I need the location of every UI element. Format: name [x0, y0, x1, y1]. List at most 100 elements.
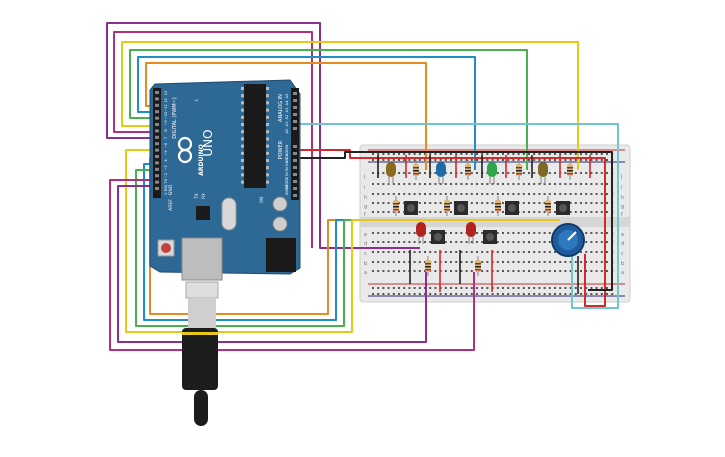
- breadboard-hole[interactable]: [465, 261, 468, 263]
- rail-hole[interactable]: [600, 293, 603, 295]
- rail-hole[interactable]: [486, 287, 489, 289]
- rail-hole[interactable]: [580, 153, 582, 155]
- breadboard-hole[interactable]: [580, 172, 582, 174]
- breadboard-hole[interactable]: [595, 261, 598, 263]
- breadboard-hole[interactable]: [585, 232, 588, 234]
- header-pin[interactable]: [155, 180, 159, 184]
- breadboard-hole[interactable]: [554, 193, 556, 195]
- breadboard-hole[interactable]: [554, 211, 556, 213]
- breadboard-hole[interactable]: [580, 193, 582, 195]
- breadboard-hole[interactable]: [585, 251, 588, 253]
- push-button[interactable]: [556, 201, 570, 215]
- breadboard-hole[interactable]: [496, 241, 499, 243]
- breadboard-hole[interactable]: [507, 183, 510, 185]
- rail-hole[interactable]: [574, 293, 577, 295]
- rail-hole[interactable]: [502, 293, 504, 295]
- rail-hole[interactable]: [533, 293, 536, 295]
- breadboard-hole[interactable]: [392, 270, 395, 272]
- breadboard-hole[interactable]: [403, 251, 406, 253]
- rail-hole[interactable]: [486, 153, 489, 155]
- breadboard-hole[interactable]: [502, 251, 504, 253]
- rail-hole[interactable]: [372, 153, 374, 155]
- header-pin[interactable]: [293, 99, 297, 102]
- breadboard-hole[interactable]: [460, 183, 463, 185]
- breadboard-hole[interactable]: [512, 183, 515, 185]
- breadboard-hole[interactable]: [528, 211, 530, 213]
- rail-hole[interactable]: [444, 159, 447, 161]
- rail-hole[interactable]: [548, 293, 551, 295]
- breadboard-hole[interactable]: [543, 232, 546, 234]
- breadboard-hole[interactable]: [424, 193, 426, 195]
- wire-red-power[interactable]: [296, 149, 606, 307]
- breadboard-hole[interactable]: [418, 172, 421, 174]
- rail-hole[interactable]: [600, 287, 603, 289]
- rail-hole[interactable]: [398, 159, 400, 161]
- breadboard-hole[interactable]: [476, 232, 478, 234]
- rail-hole[interactable]: [476, 153, 478, 155]
- led[interactable]: [436, 162, 446, 184]
- breadboard-hole[interactable]: [522, 251, 525, 253]
- breadboard-hole[interactable]: [398, 183, 400, 185]
- breadboard-hole[interactable]: [413, 261, 416, 263]
- rail-hole[interactable]: [434, 287, 437, 289]
- rail-hole[interactable]: [372, 287, 374, 289]
- wire-cyan[interactable]: [296, 123, 619, 309]
- breadboard-hole[interactable]: [429, 193, 432, 195]
- header-pin[interactable]: [293, 113, 297, 116]
- rail-hole[interactable]: [554, 159, 556, 161]
- breadboard-hole[interactable]: [434, 193, 437, 195]
- rail-hole[interactable]: [460, 293, 463, 295]
- rail-hole[interactable]: [559, 153, 562, 155]
- rail-hole[interactable]: [403, 293, 406, 295]
- breadboard-hole[interactable]: [543, 202, 546, 204]
- breadboard-hole[interactable]: [569, 270, 572, 272]
- header-pin[interactable]: [155, 129, 159, 133]
- rail-hole[interactable]: [439, 153, 442, 155]
- breadboard-hole[interactable]: [408, 172, 411, 174]
- breadboard-hole[interactable]: [564, 193, 567, 195]
- breadboard-hole[interactable]: [382, 172, 385, 174]
- header-pin[interactable]: [293, 194, 297, 197]
- rail-hole[interactable]: [418, 153, 421, 155]
- breadboard-hole[interactable]: [491, 211, 494, 213]
- breadboard-hole[interactable]: [606, 270, 608, 272]
- header-pin[interactable]: [293, 106, 297, 109]
- breadboard-hole[interactable]: [470, 270, 473, 272]
- rail-hole[interactable]: [408, 159, 411, 161]
- breadboard-hole[interactable]: [517, 193, 520, 195]
- breadboard-hole[interactable]: [377, 241, 380, 243]
- breadboard-hole[interactable]: [554, 261, 556, 263]
- header-pin[interactable]: [155, 116, 159, 120]
- breadboard-hole[interactable]: [543, 193, 546, 195]
- breadboard-hole[interactable]: [387, 270, 390, 272]
- breadboard-hole[interactable]: [413, 193, 416, 195]
- rail-hole[interactable]: [502, 159, 504, 161]
- rail-hole[interactable]: [403, 287, 406, 289]
- breadboard-hole[interactable]: [496, 232, 499, 234]
- breadboard-hole[interactable]: [382, 211, 385, 213]
- breadboard-hole[interactable]: [382, 261, 385, 263]
- breadboard-hole[interactable]: [403, 183, 406, 185]
- breadboard-hole[interactable]: [533, 193, 536, 195]
- breadboard-hole[interactable]: [600, 193, 603, 195]
- breadboard-hole[interactable]: [606, 202, 608, 204]
- rail-hole[interactable]: [538, 159, 541, 161]
- rail-hole[interactable]: [444, 293, 447, 295]
- rail-hole[interactable]: [574, 159, 577, 161]
- breadboard-hole[interactable]: [444, 251, 447, 253]
- breadboard-hole[interactable]: [554, 202, 556, 204]
- header-pin[interactable]: [293, 127, 297, 130]
- breadboard-hole[interactable]: [574, 270, 577, 272]
- breadboard-hole[interactable]: [455, 251, 458, 253]
- breadboard-hole[interactable]: [574, 183, 577, 185]
- rail-hole[interactable]: [595, 293, 598, 295]
- resistor[interactable]: [495, 196, 501, 216]
- breadboard-hole[interactable]: [595, 193, 598, 195]
- breadboard-hole[interactable]: [574, 193, 577, 195]
- rail-hole[interactable]: [460, 153, 463, 155]
- breadboard-hole[interactable]: [465, 251, 468, 253]
- breadboard-hole[interactable]: [528, 261, 530, 263]
- rail-hole[interactable]: [413, 153, 416, 155]
- breadboard-hole[interactable]: [377, 211, 380, 213]
- led[interactable]: [487, 162, 497, 184]
